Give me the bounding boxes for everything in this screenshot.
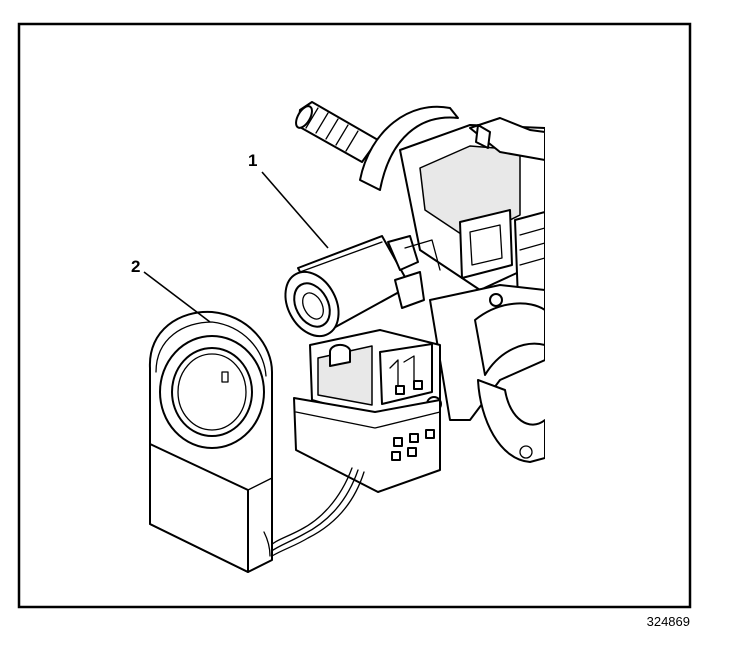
figure-id: 324869: [646, 614, 690, 629]
steering-column-assembly: [267, 101, 545, 557]
lower-housing: [429, 284, 545, 463]
figure-frame: [17, 22, 692, 609]
lock-cylinder-housing: [284, 235, 441, 338]
ignition-switch-ring: [148, 310, 273, 573]
switch-connector-lower: [293, 397, 441, 493]
leader-line-2: [143, 271, 211, 323]
wiring-harness: [267, 467, 365, 557]
steering-shaft: [295, 101, 379, 163]
leader-line-1: [261, 171, 329, 249]
callout-1: 1: [248, 151, 257, 170]
callout-2: 2: [131, 257, 140, 276]
column-housing: [399, 117, 545, 301]
column-bracket: [359, 105, 459, 191]
